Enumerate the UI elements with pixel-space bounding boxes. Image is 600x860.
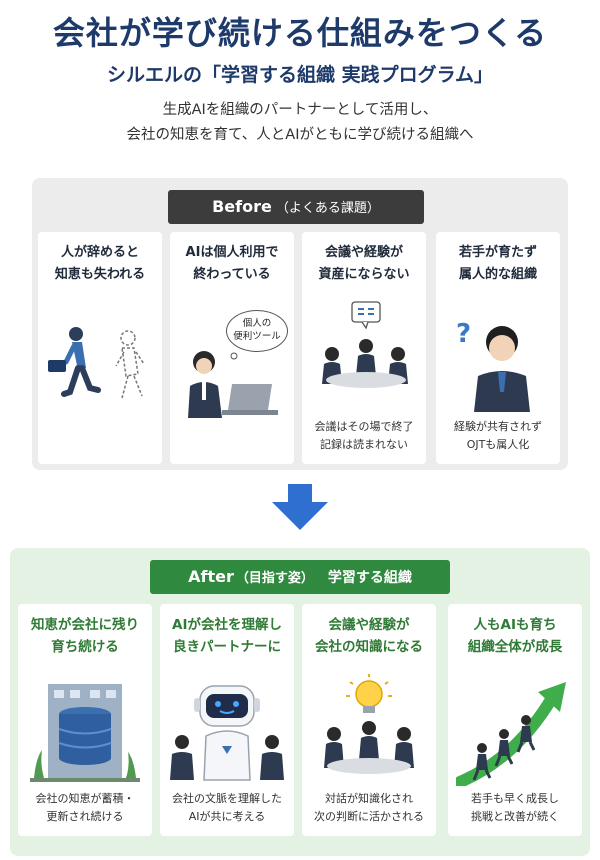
growth-arrow-icon <box>456 682 566 786</box>
before-card-1: 人が辞めると 知恵も失われる <box>38 232 162 464</box>
before-label-sub: （よくある課題） <box>275 201 380 216</box>
card-title: 会議や経験が 資産にならない <box>302 242 426 286</box>
confused-person-icon: ? <box>456 319 530 412</box>
card-title-line: 若手が育たず <box>458 245 537 260</box>
lightbulb-meeting-icon <box>324 674 414 774</box>
card-title-line: 人もAIも育ち <box>473 617 557 633</box>
card-title-line: 良きパートナーに <box>173 639 281 655</box>
card-caption-line: 会社の知恵が蓄積・ <box>35 792 135 805</box>
before-card-2: AIは個人利用で 終わっている 個人の 便利ツール <box>170 232 294 464</box>
robot-icon <box>170 685 284 781</box>
card-title: 知恵が会社に残り 育ち続ける <box>18 614 152 658</box>
card-caption-line: 次の判断に活かされる <box>314 810 424 823</box>
after-card-2: AIが会社を理解し 良きパートナーに 会社の文脈を理解した AIが共に考える <box>160 604 294 836</box>
card-caption-line: AIが共に考える <box>188 810 266 823</box>
database-building-icon <box>30 684 140 782</box>
card-title-line: 人が辞めると <box>60 245 139 260</box>
card-caption-line: 経験が共有されず <box>454 420 542 433</box>
after-card-1: 知恵が会社に残り 育ち続ける 会社の知恵が蓄積・ 更新され続ける <box>18 604 152 836</box>
page-subtitle: シルエルの「学習する組織 実践プログラム」 <box>106 64 494 86</box>
thought-bubble: 個人の 便利ツール <box>226 310 288 352</box>
card-title: 人もAIも育ち 組織全体が成長 <box>448 614 582 658</box>
walking-person-icon <box>48 327 145 399</box>
card-caption-line: 会社の文脈を理解した <box>172 792 282 805</box>
card-title-line: 終わっている <box>193 267 271 282</box>
before-label: Before <box>212 197 272 216</box>
card-caption-line: 更新され続ける <box>46 810 124 823</box>
card-caption: 若手も早く成長し 挑戦と改善が続く <box>448 790 582 826</box>
card-title-line: 会議や経験が <box>324 245 403 260</box>
card-caption: 会社の知恵が蓄積・ 更新され続ける <box>18 790 152 826</box>
card-title-line: AIは個人利用で <box>185 245 279 260</box>
after-card-3: 会議や経験が 会社の知識になる 対話が知識化され 次の判断に活かされる <box>302 604 436 836</box>
page-title: 会社が学び続ける仕組みをつくる <box>52 14 548 52</box>
page-description: 生成AIを組織のパートナーとして活用し、 会社の知恵を育て、人とAIがともに学び… <box>0 98 600 148</box>
card-title: 若手が育たず 属人的な組織 <box>436 242 560 286</box>
before-header: Before（よくある課題） <box>168 190 424 224</box>
card-title-line: AIが会社を理解し <box>172 617 282 633</box>
bubble-text: 便利ツール <box>233 331 281 342</box>
card-title-line: 組織全体が成長 <box>467 639 563 655</box>
card-caption: 会議はその場で終了 記録は読まれない <box>302 418 426 454</box>
card-title-line: 育ち続ける <box>51 639 119 655</box>
after-label: After <box>188 567 234 586</box>
before-card-3: 会議や経験が 資産にならない 会議はその場で終了 記録は読まれない <box>302 232 426 464</box>
card-caption-line: 挑戦と改善が続く <box>471 810 559 823</box>
card-title: 会議や経験が 会社の知識になる <box>302 614 436 658</box>
arrow-down-icon <box>272 484 328 530</box>
after-card-4: 人もAIも育ち 組織全体が成長 若手も早く成長し 挑戦と改善が続く <box>448 604 582 836</box>
after-label-aim: 学習する組織 <box>327 570 412 586</box>
bubble-text: 個人の <box>242 318 272 329</box>
card-title-line: 会社の知識になる <box>315 639 423 655</box>
after-label-sub: （目指す姿） <box>235 571 314 586</box>
meeting-icon <box>322 301 408 388</box>
card-title: AIは個人利用で 終わっている <box>170 242 294 286</box>
card-caption-line: OJTも属人化 <box>466 438 530 451</box>
description-line: 会社の知恵を育て、人とAIがともに学び続ける組織へ <box>126 127 474 143</box>
card-caption-line: 若手も早く成長し <box>471 792 559 805</box>
person-laptop-icon <box>188 351 278 418</box>
card-title-line: 資産にならない <box>318 267 410 282</box>
card-title-line: 属人的な組織 <box>458 267 537 282</box>
card-caption: 対話が知識化され 次の判断に活かされる <box>302 790 436 826</box>
description-line: 生成AIを組織のパートナーとして活用し、 <box>162 102 438 118</box>
card-caption: 会社の文脈を理解した AIが共に考える <box>160 790 294 826</box>
card-caption: 経験が共有されず OJTも属人化 <box>436 418 560 454</box>
card-title: 人が辞めると 知恵も失われる <box>38 242 162 286</box>
card-caption-line: 対話が知識化され <box>325 792 413 805</box>
before-card-4: 若手が育たず 属人的な組織 ? 経験が共有されず OJTも属人化 <box>436 232 560 464</box>
after-header: After（目指す姿） 学習する組織 <box>150 560 450 594</box>
card-caption-line: 会議はその場で終了 <box>314 420 414 433</box>
card-title-line: 知恵が会社に残り <box>31 617 139 633</box>
card-title: AIが会社を理解し 良きパートナーに <box>160 614 294 658</box>
card-title-line: 会議や経験が <box>328 617 410 633</box>
card-title-line: 知恵も失われる <box>54 267 146 282</box>
svg-text:?: ? <box>456 319 471 349</box>
card-caption-line: 記録は読まれない <box>320 438 408 451</box>
